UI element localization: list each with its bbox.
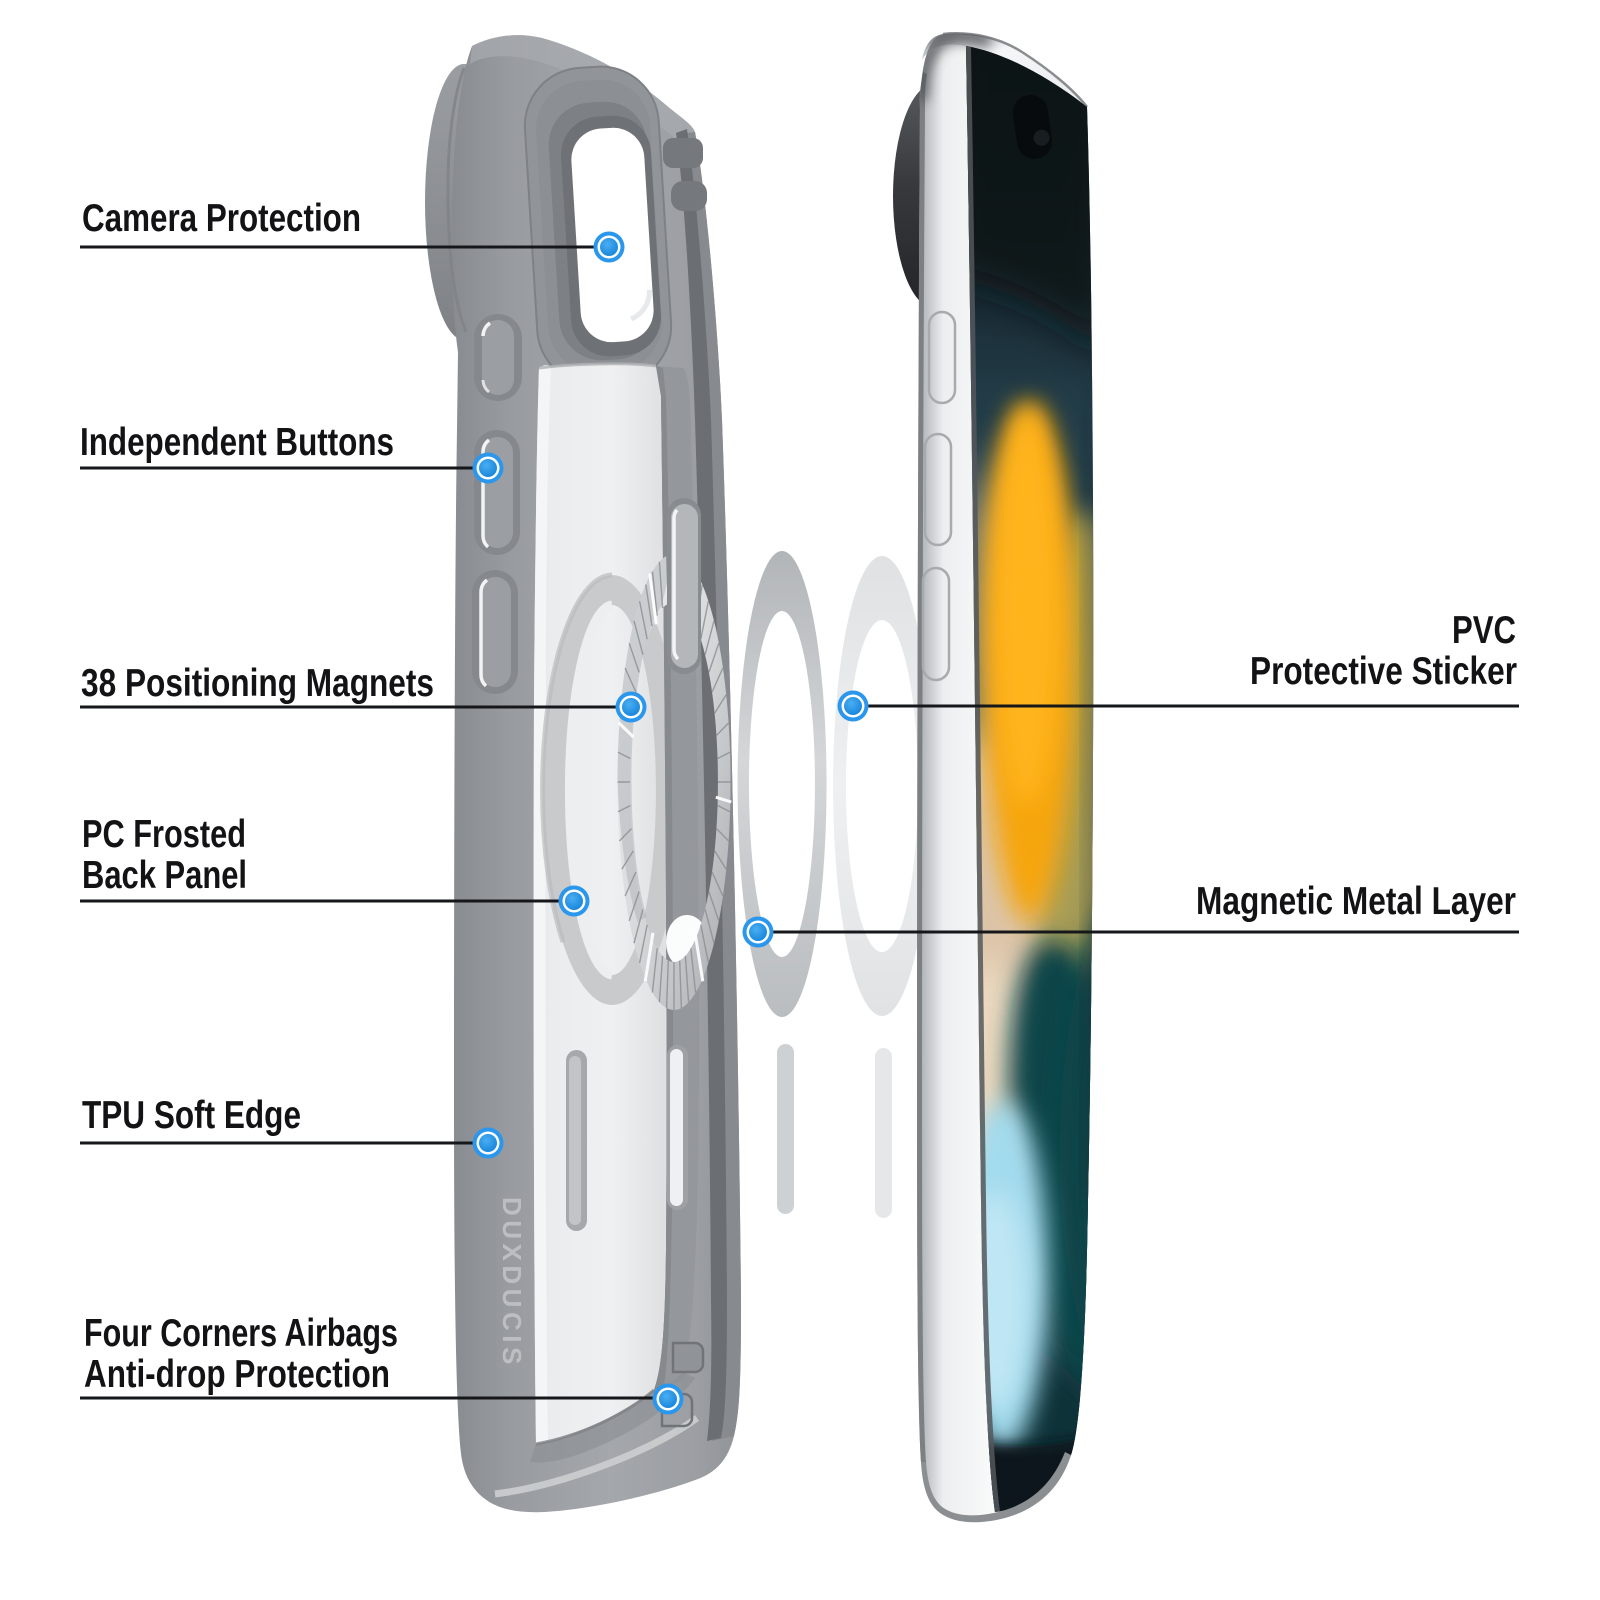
svg-text:PC Frosted: PC Frosted [82, 813, 246, 856]
svg-text:Magnetic Metal Layer: Magnetic Metal Layer [1196, 880, 1516, 923]
svg-text:PVC: PVC [1452, 609, 1516, 652]
svg-text:DUXDUCIS: DUXDUCIS [497, 1197, 527, 1369]
svg-text:Back Panel: Back Panel [82, 854, 247, 897]
svg-text:Four Corners Airbags: Four Corners Airbags [84, 1312, 398, 1355]
svg-text:Independent Buttons: Independent Buttons [80, 421, 394, 464]
svg-text:Anti-drop Protection: Anti-drop Protection [84, 1353, 390, 1396]
svg-text:TPU Soft Edge: TPU Soft Edge [82, 1094, 301, 1137]
svg-text:38 Positioning Magnets: 38 Positioning Magnets [81, 662, 434, 705]
svg-text:Camera Protection: Camera Protection [82, 197, 361, 240]
svg-text:Protective Sticker: Protective Sticker [1250, 650, 1517, 693]
